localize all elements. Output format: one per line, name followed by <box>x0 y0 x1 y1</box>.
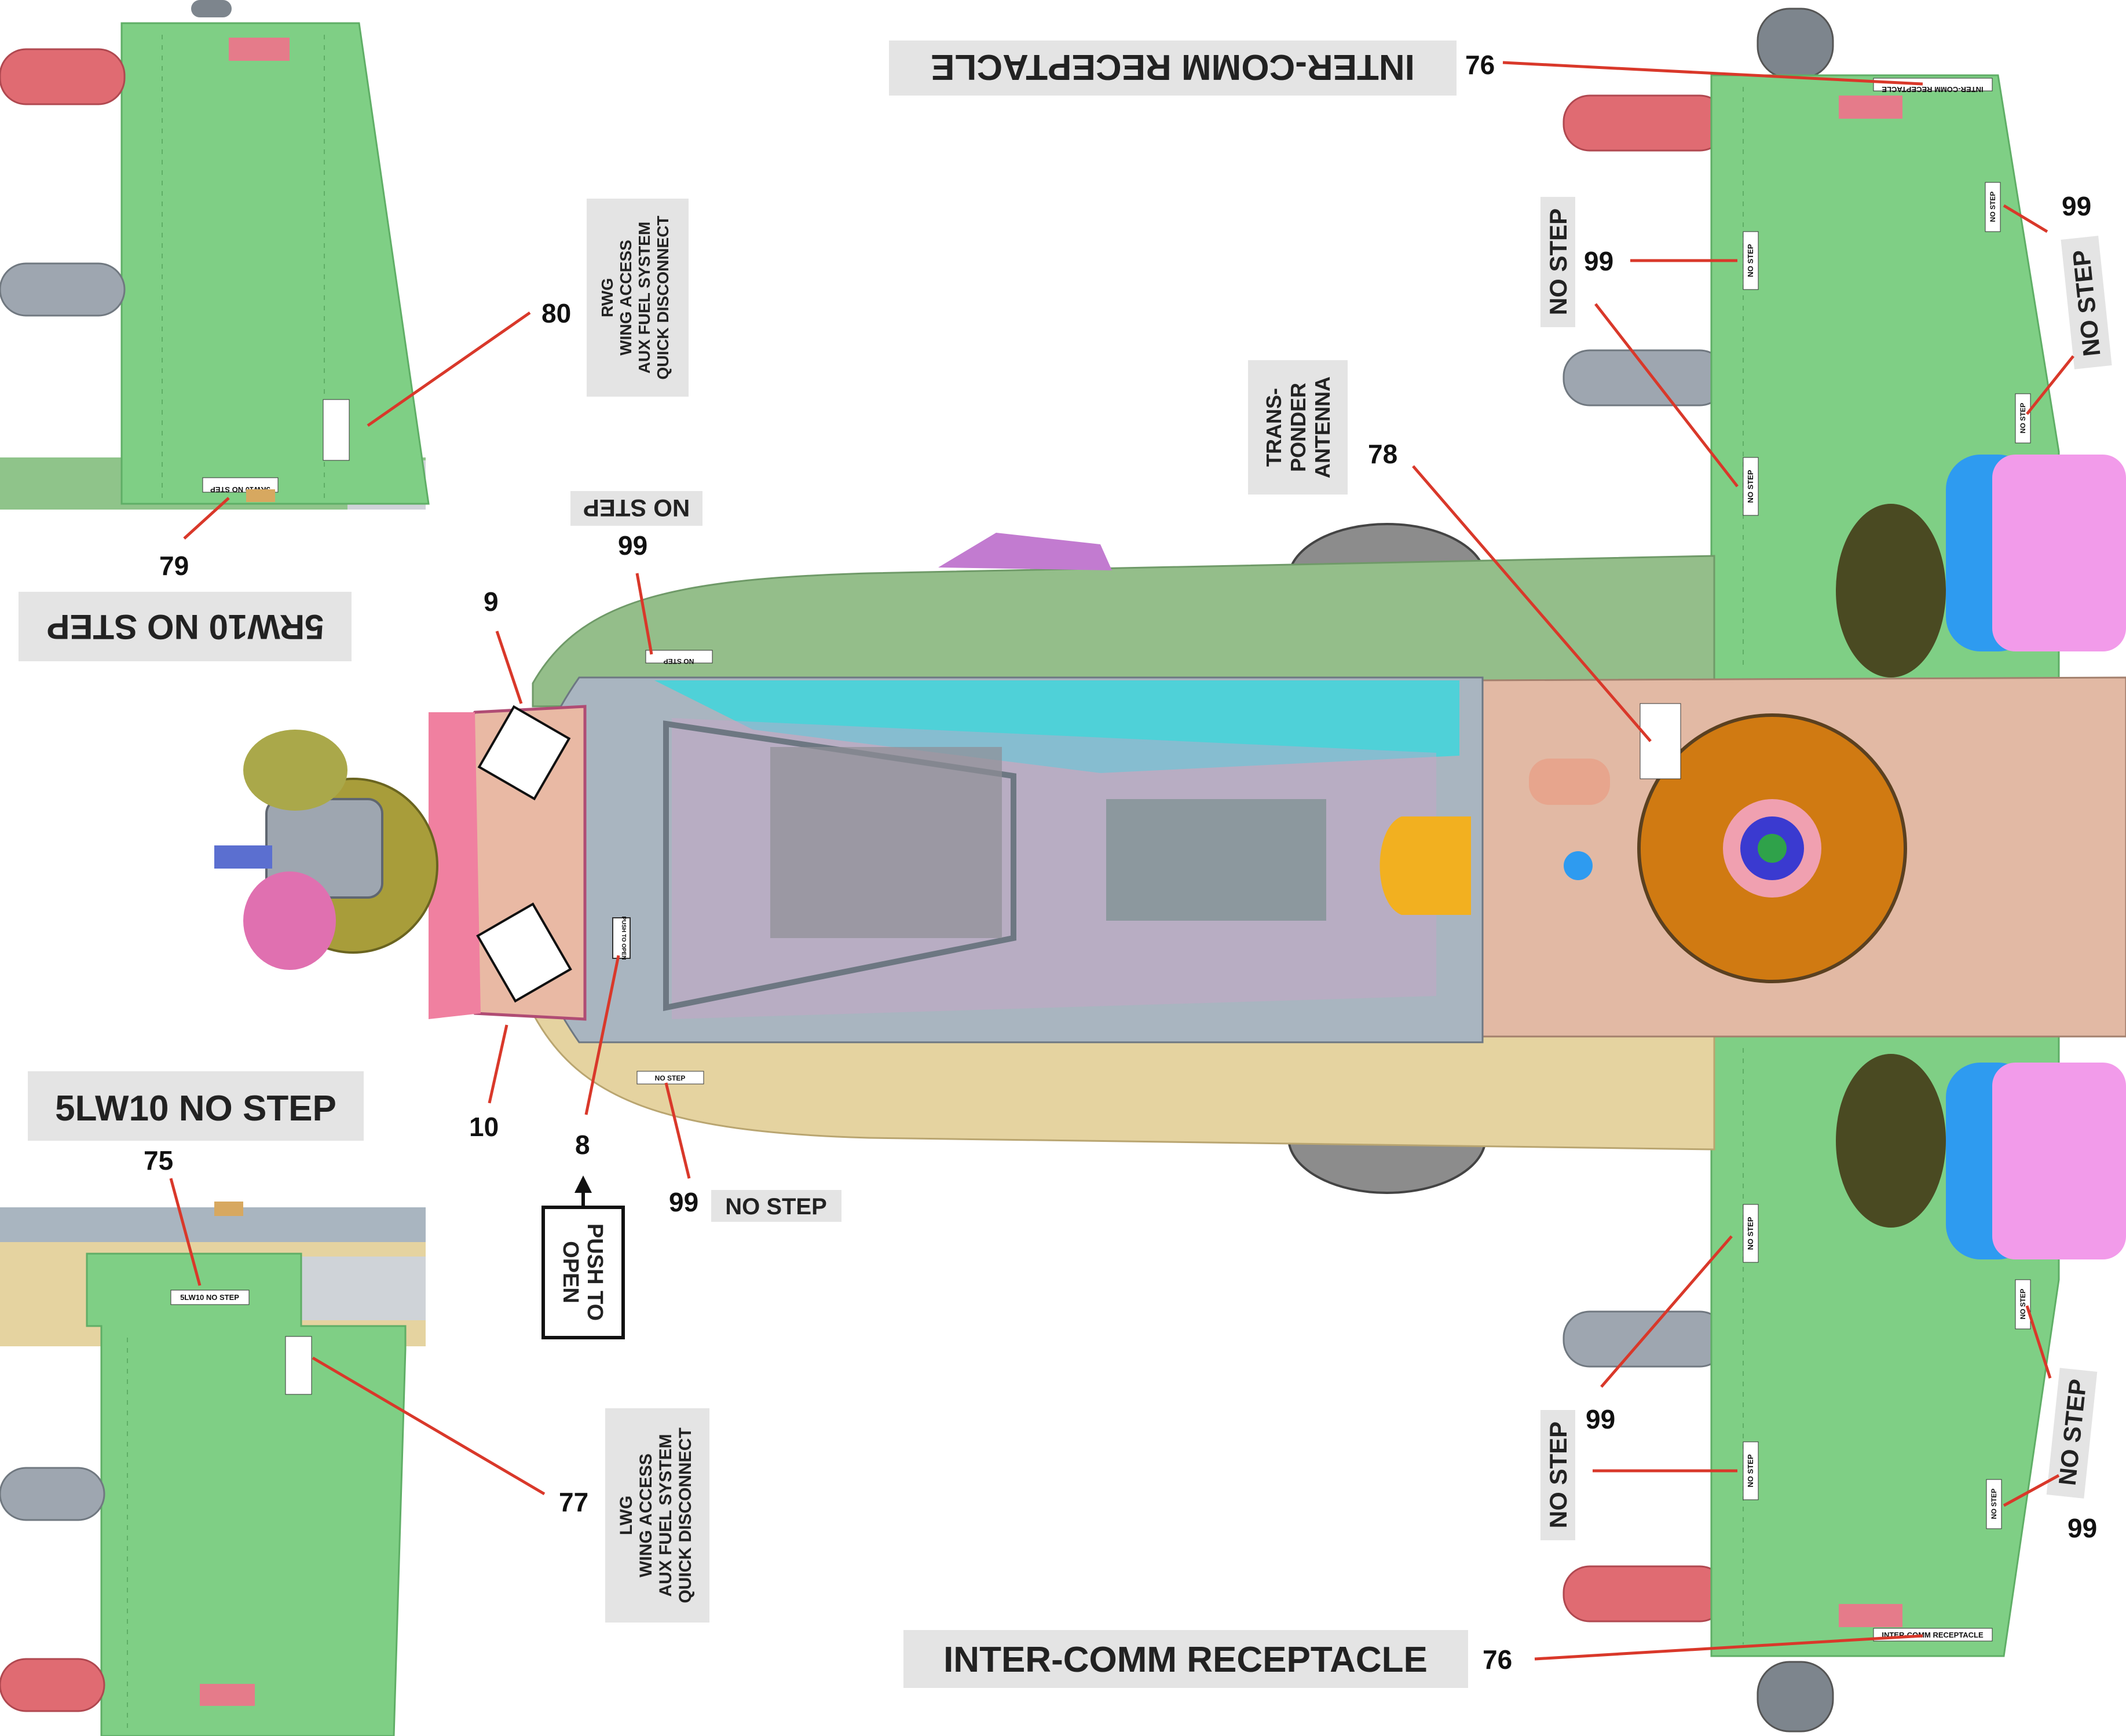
transponder-line-2: PONDER <box>1286 383 1310 472</box>
no-step-decal-5: NO STEP <box>1746 1217 1755 1250</box>
callout-75: 75 <box>144 1145 173 1175</box>
push-line-1: PUSH TO <box>583 1224 607 1321</box>
left-wing-inset: 5LW10 NO STEP <box>0 1202 426 1736</box>
no-step-decal-6: NO STEP <box>1746 1454 1755 1487</box>
push-to-open-label: PUSH TO OPEN <box>541 1175 625 1339</box>
no-step-right-3: NO STEP <box>1545 1422 1572 1528</box>
no-step-decal-nose: NO STEP <box>664 657 694 665</box>
rwg-line-1: RWG <box>598 278 616 317</box>
callout-numbers: 76 99 99 80 78 79 99 9 10 8 99 75 77 99 … <box>144 50 2097 1675</box>
push-decal: PUSH TO OPEN <box>620 916 627 959</box>
no-step-inverted-text: NO STEP <box>583 495 690 522</box>
transponder-label: TRANS- PONDER ANTENNA <box>1248 360 1348 495</box>
callout-80: 80 <box>541 298 571 328</box>
no-step-decal-sponson: NO STEP <box>655 1074 686 1082</box>
lwg-label: LWG WING ACCESS AUX FUEL SYSTEM QUICK DI… <box>605 1408 709 1623</box>
lwg-line-1: LWG <box>617 1496 636 1535</box>
rwg-line-3: AUX FUEL SYSTEM <box>635 222 653 373</box>
no-step-right-1: NO STEP <box>1545 208 1572 315</box>
callout-8: 8 <box>575 1130 590 1160</box>
no-step-decal-1: NO STEP <box>1746 244 1755 277</box>
rwg-label: RWG WING ACCESS AUX FUEL SYSTEM QUICK DI… <box>587 199 689 397</box>
lwg-line-4: QUICK DISCONNECT <box>676 1427 695 1603</box>
srw10-label: 5RW10 NO STEP <box>19 592 352 661</box>
intercomm-top-text: INTER-COMM RECEPTACLE <box>931 47 1415 87</box>
lwg-line-3: AUX FUEL SYSTEM <box>656 1434 675 1596</box>
no-step-decal-2: NO STEP <box>1746 470 1755 503</box>
engine-left <box>1836 1054 2126 1259</box>
callout-76-top: 76 <box>1465 50 1495 80</box>
slw10-label: 5LW10 NO STEP <box>28 1071 364 1141</box>
push-line-2: OPEN <box>558 1241 583 1303</box>
no-step-decal-4: NO STEP <box>2019 403 2027 434</box>
no-step-bottom-text: NO STEP <box>725 1194 827 1219</box>
aircraft-top-view: INTER-COMM RECEPTACLE NO STEP NO STEP NO… <box>214 8 2126 1733</box>
callout-77: 77 <box>559 1487 588 1517</box>
nose-warning-decals <box>476 705 572 1003</box>
leader-lines <box>169 61 2074 1661</box>
no-step-decal-7: NO STEP <box>2019 1289 2027 1320</box>
callout-99-d: 99 <box>669 1187 698 1217</box>
engine-right <box>1836 455 2126 677</box>
callout-99-b: 99 <box>2062 191 2091 221</box>
slw10-decal: 5LW10 NO STEP <box>180 1293 239 1302</box>
lwg-line-2: WING ACCESS <box>636 1453 656 1577</box>
transponder-line-1: TRANS- <box>1262 388 1286 467</box>
no-step-decal-3: NO STEP <box>1989 192 1997 222</box>
callout-99-f: 99 <box>2068 1513 2097 1543</box>
intercomm-top-label: INTER-COMM RECEPTACLE <box>889 41 1457 96</box>
intercomm-bottom-label: INTER-COMM RECEPTACLE <box>903 1630 1468 1688</box>
intercomm-decal-top: INTER-COMM RECEPTACLE <box>1882 85 1984 94</box>
transponder-line-3: ANTENNA <box>1311 376 1334 478</box>
rwg-line-4: QUICK DISCONNECT <box>654 215 672 379</box>
no-step-right-labels: NO STEP NO STEP NO STEP NO STEP <box>1540 197 2112 1540</box>
nose-section <box>214 705 587 1021</box>
callout-76-bottom: 76 <box>1483 1645 1512 1675</box>
callout-99-a: 99 <box>1584 246 1613 276</box>
callout-99-e: 99 <box>1586 1404 1615 1434</box>
no-step-decal-8: NO STEP <box>1990 1489 1998 1519</box>
rwg-line-2: WING ACCESS <box>617 240 635 356</box>
callout-79: 79 <box>159 551 189 581</box>
callout-78: 78 <box>1368 439 1397 469</box>
no-step-bottom-label: NO STEP <box>711 1190 841 1222</box>
no-step-inverted-label: NO STEP <box>570 491 702 526</box>
callout-99-c: 99 <box>618 530 647 561</box>
slw10-text: 5LW10 NO STEP <box>55 1089 336 1129</box>
callout-9: 9 <box>484 587 499 617</box>
intercomm-bottom-text: INTER-COMM RECEPTACLE <box>943 1640 1428 1680</box>
srw10-text: 5RW10 NO STEP <box>46 607 324 646</box>
right-wing-inset: 5RW10 NO STEP <box>0 0 430 510</box>
callout-10: 10 <box>469 1112 499 1142</box>
